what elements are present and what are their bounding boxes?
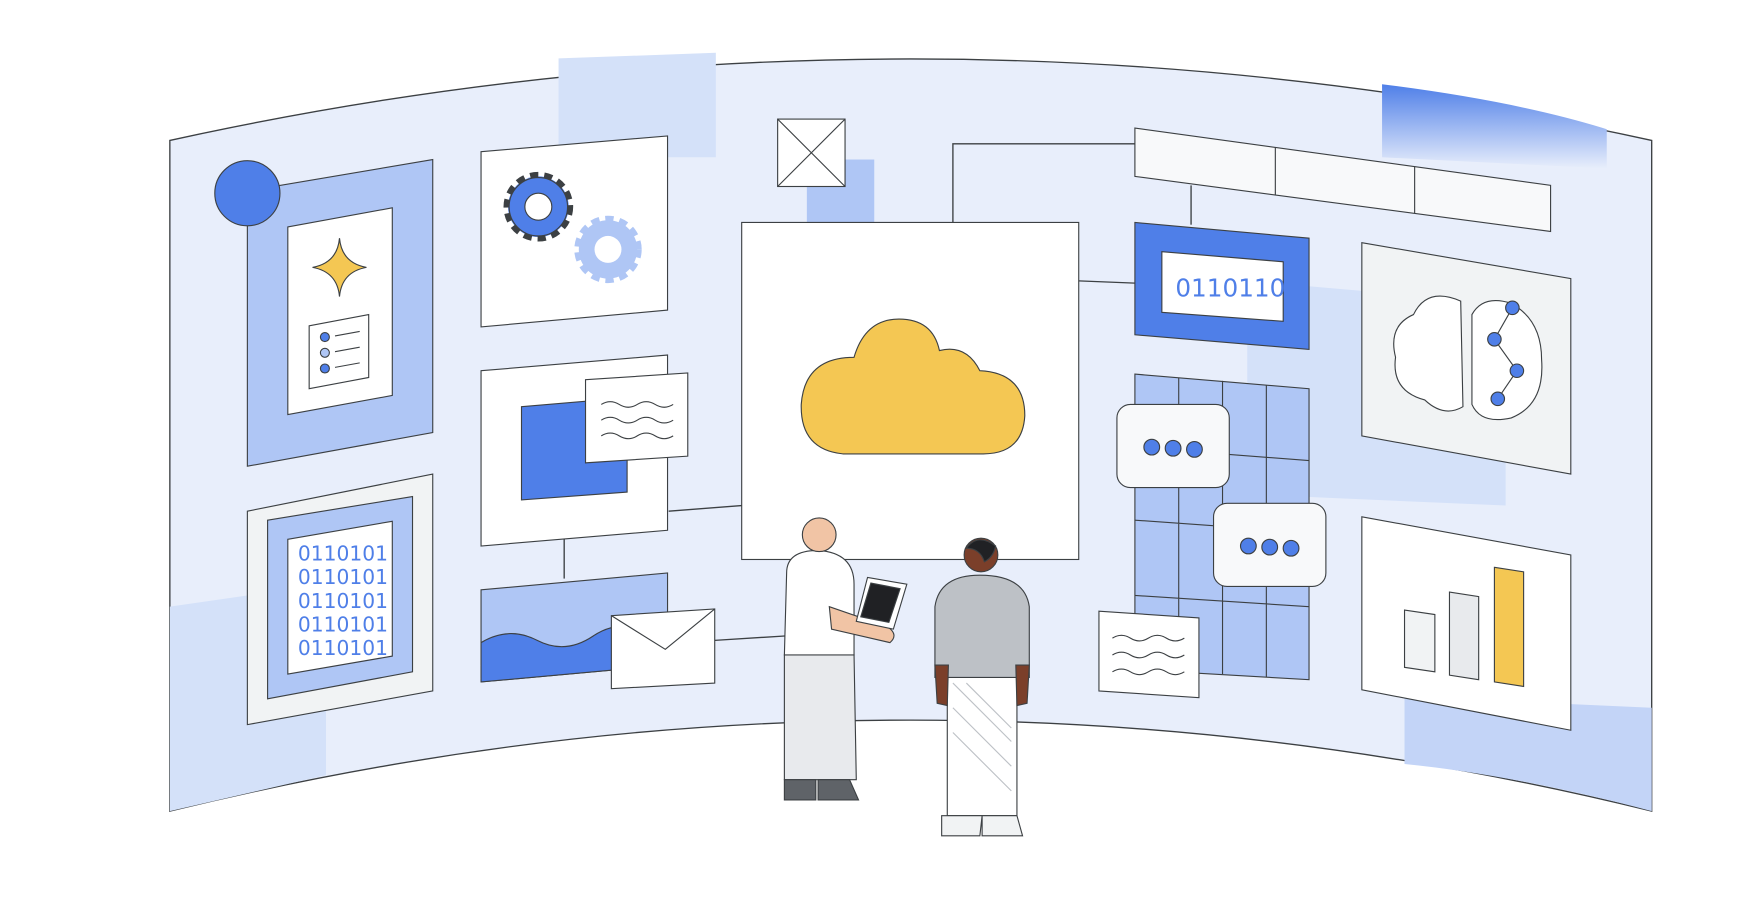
binary-line: 0110101	[298, 565, 388, 589]
wall-shade	[1404, 696, 1652, 812]
blue-circle	[214, 160, 281, 227]
gear-icon	[503, 171, 574, 242]
checklist-icon	[308, 313, 370, 390]
connector-lines	[563, 143, 1192, 642]
image-placeholder-icon	[777, 118, 846, 188]
binary-line: 0110101	[298, 612, 388, 636]
binary-display-text: 0110110	[1175, 274, 1285, 303]
chat-bubble-icon	[1212, 502, 1327, 588]
sparkle-icon	[312, 238, 367, 297]
brain-panel	[1361, 242, 1572, 475]
gears-panel	[480, 135, 669, 328]
person-standing	[934, 537, 1030, 837]
brain-icon	[1393, 295, 1543, 421]
text-note	[584, 372, 689, 464]
wall-shade	[558, 52, 716, 158]
table-header	[1134, 127, 1552, 233]
wave-lines	[600, 401, 674, 440]
binary-line: 0110101	[298, 636, 388, 660]
envelope-icon	[610, 608, 716, 690]
cloud-icon	[800, 318, 1026, 455]
text-note	[1098, 610, 1200, 699]
binary-card	[287, 520, 393, 675]
gear-icon	[574, 215, 642, 284]
binary-line: 0110101	[298, 589, 388, 613]
bar-chart-icon	[1403, 566, 1525, 688]
wall-shade	[1382, 84, 1607, 169]
chat-bubble-icon	[1116, 403, 1230, 489]
person-with-tablet	[783, 517, 908, 801]
binary-line: 0110101	[298, 542, 388, 566]
